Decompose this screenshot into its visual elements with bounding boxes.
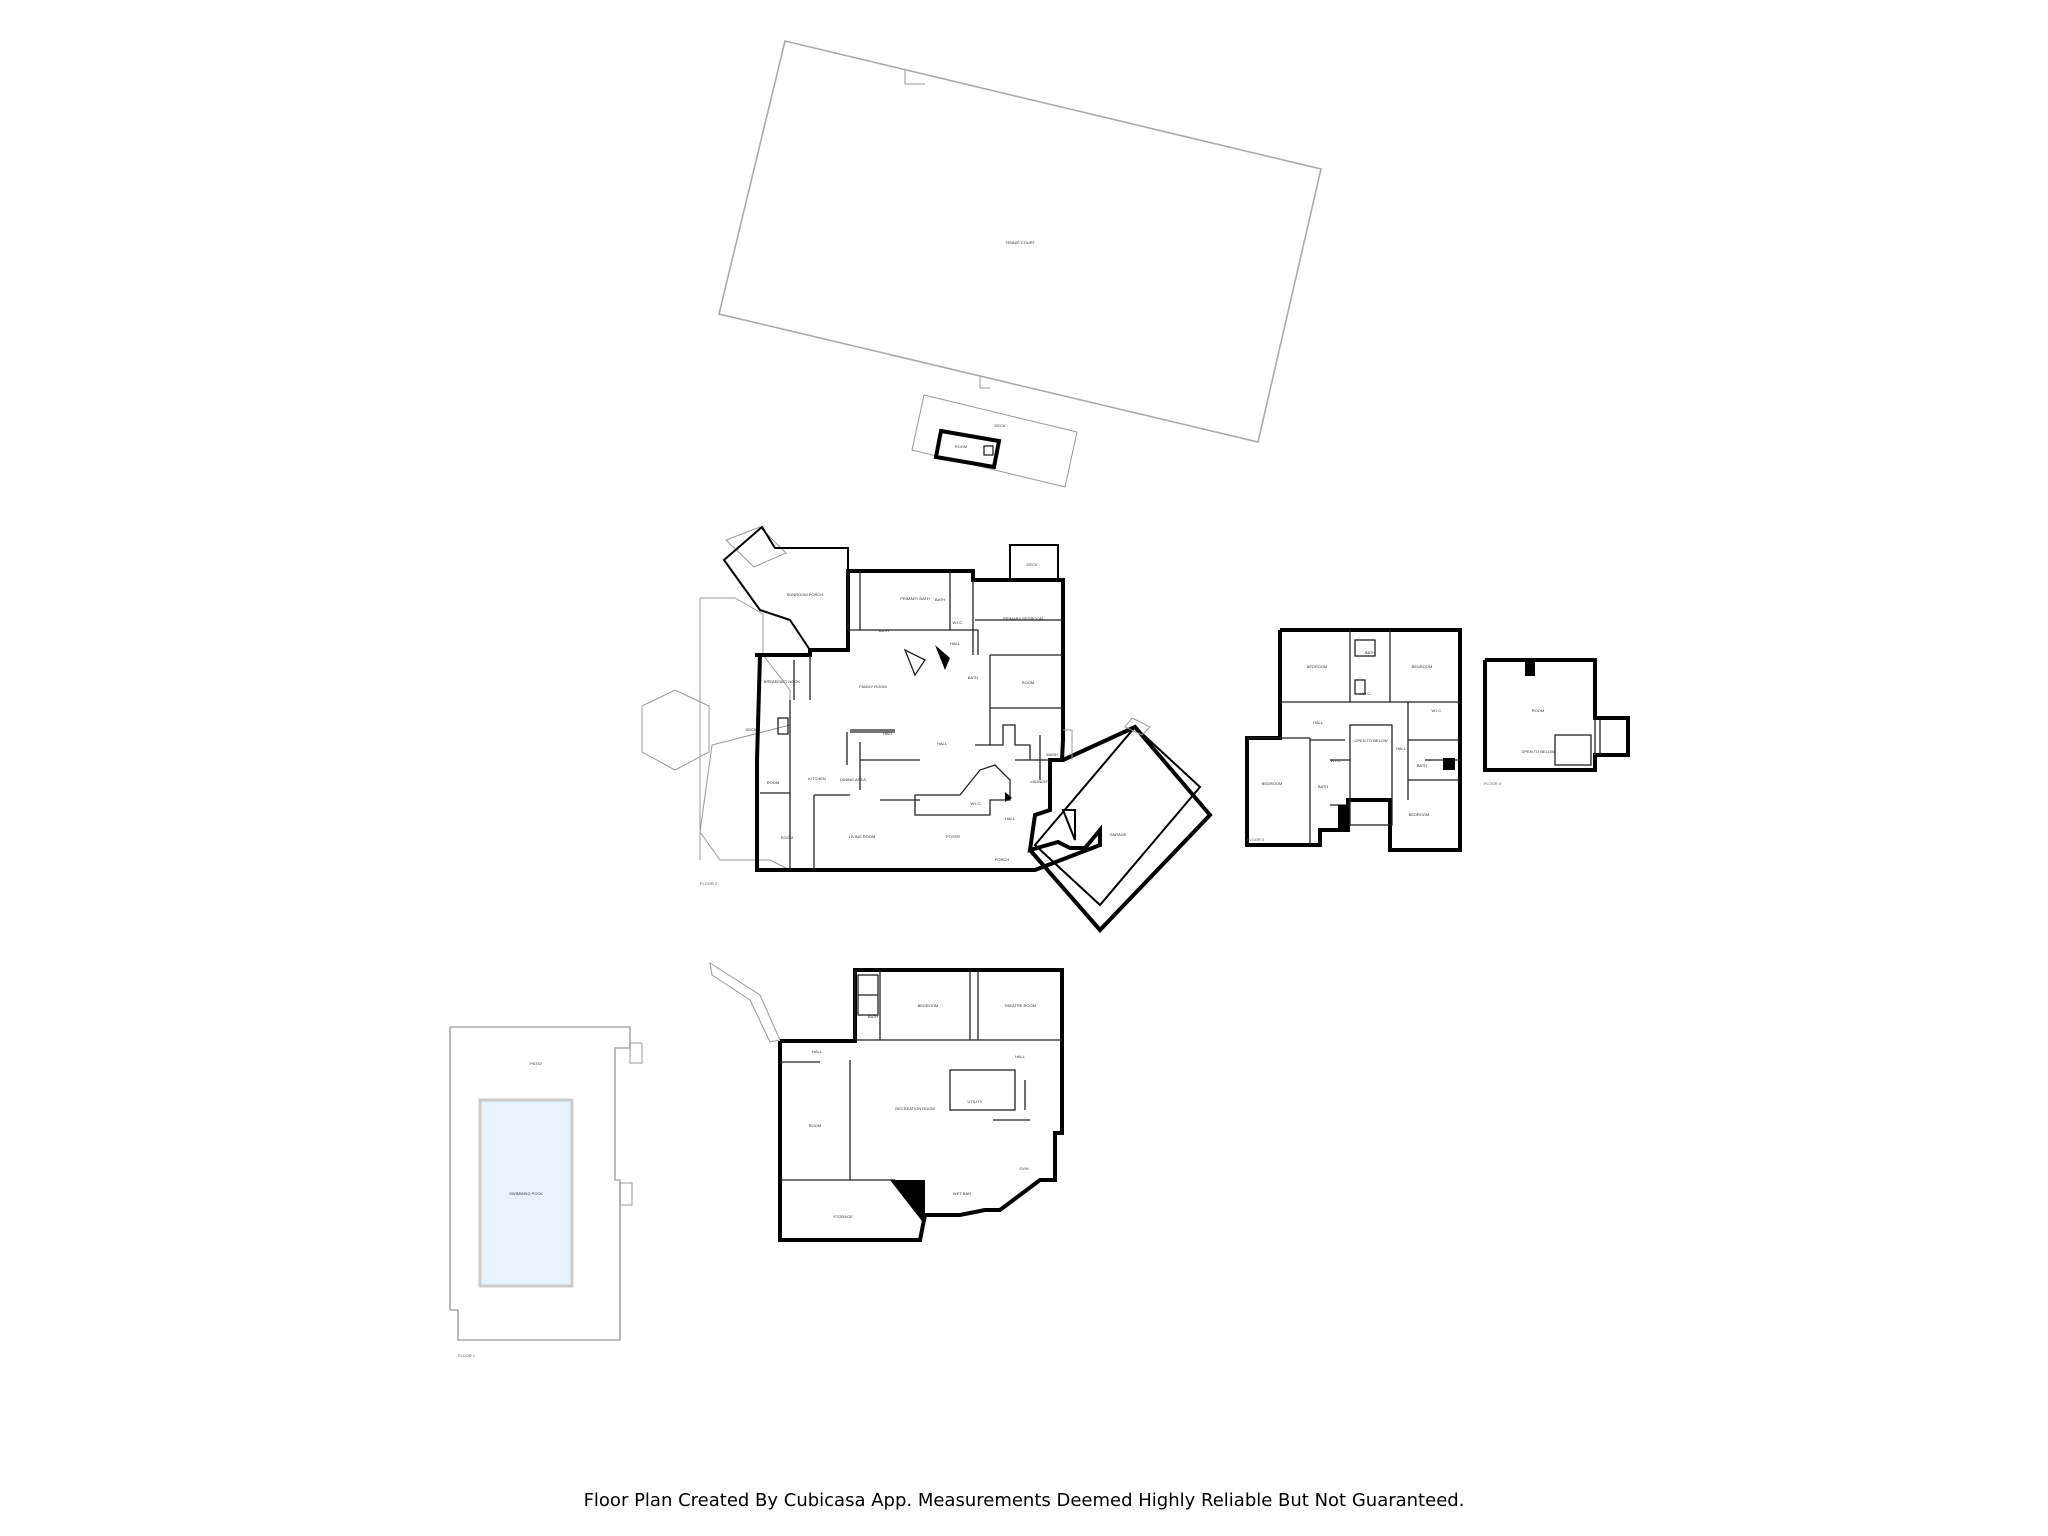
- room-label: HALL: [1015, 1054, 1026, 1059]
- swimming-pool: [478, 1098, 574, 1288]
- floor-label: FLOOR 4: [1484, 781, 1502, 786]
- room-label: PORCH: [995, 857, 1010, 862]
- room-label: GYM: [1019, 1166, 1028, 1171]
- room-label: FOYER: [946, 834, 960, 839]
- room-label: STORAGE: [833, 1214, 853, 1219]
- room-label: GARAGE: [1109, 832, 1126, 837]
- room-label: BATH: [1365, 650, 1375, 655]
- floor-4-plan: ROOM OPEN TO BELOW FLOOR 4: [1483, 658, 1630, 786]
- room-label: PRIMARY BEDROOM: [1003, 616, 1043, 621]
- room-label: BATH: [968, 675, 978, 680]
- floor-3-plan: BEDROOM BATH BEDROOM W.I.C. W.I.C. HALL …: [1245, 628, 1462, 852]
- room-label: BATH: [868, 1014, 878, 1019]
- room-label: RECREATION ROOM: [895, 1106, 934, 1111]
- room-label: UTILITY: [968, 1099, 983, 1104]
- room-label: BATH: [1318, 784, 1328, 789]
- room-label: DECK: [994, 423, 1005, 428]
- room-label: BREAKFAST NOOK: [764, 679, 801, 684]
- room-label: HALL: [1313, 720, 1324, 725]
- room-label: PRIMARY BATH: [900, 596, 930, 601]
- room-label: BATH: [1417, 763, 1427, 768]
- room-label: WASH: [1046, 752, 1058, 757]
- room-label: KITCHEN: [808, 776, 826, 781]
- room-label: TENNIS COURT: [1005, 240, 1035, 245]
- room-label: W.I.C.: [953, 620, 964, 625]
- tennis-court-area: TENNIS COURT: [718, 40, 1322, 443]
- room-label: ROOM: [767, 780, 779, 785]
- room-label: ROOM: [1532, 708, 1544, 713]
- room-label: THEATRE ROOM: [1004, 1003, 1036, 1008]
- room-label: ROOM: [781, 835, 793, 840]
- room-label: WET BAR: [953, 1191, 971, 1196]
- floor-2-plan: SUNROOM PORCH PRIMARY BATH BATH W.I.C. P…: [641, 525, 1213, 933]
- room-label: HALL: [883, 731, 894, 736]
- floor-label: FLOOR 1: [458, 1353, 476, 1358]
- room-label: BEDROOM: [918, 1003, 939, 1008]
- room-label: HALL: [1396, 746, 1407, 751]
- room-label: DECK: [745, 727, 756, 732]
- room-label: W.I.C.: [971, 801, 982, 806]
- room-label: FAMILY ROOM: [859, 684, 886, 689]
- room-label: OPEN TO BELOW: [1354, 738, 1388, 743]
- room-label: SWIMMING POOL: [509, 1191, 543, 1196]
- room-label: BATH: [879, 628, 889, 633]
- room-label: ROOM: [1022, 680, 1034, 685]
- room-label: LAUNDRY: [1030, 779, 1049, 784]
- floor-label: FLOOR 2: [700, 881, 718, 886]
- room-label: W.I.C.: [1361, 691, 1372, 696]
- room-label: BEDROOM: [1412, 664, 1433, 669]
- floor-1-plan: PATIO SWIMMING POOL FLOOR 1 BATH BEDROOM…: [449, 961, 1064, 1358]
- room-label: ROOM: [809, 1123, 821, 1128]
- room-label: SUNROOM PORCH: [787, 592, 824, 597]
- room-label: BEDROOM: [1262, 781, 1283, 786]
- room-label: W.I.C.: [1432, 708, 1443, 713]
- room-label: PATIO: [530, 1061, 541, 1066]
- footer-disclaimer: Floor Plan Created By Cubicasa App. Meas…: [583, 1490, 1465, 1511]
- room-label: OPEN TO BELOW: [1521, 749, 1555, 754]
- deck-room-area: DECK ROOM: [911, 394, 1078, 488]
- floor-label: FLOOR 3: [1247, 837, 1265, 842]
- room-label: HALL: [1005, 816, 1016, 821]
- room-label: W.I.C.: [1331, 758, 1342, 763]
- room-label: LIVING ROOM: [849, 834, 876, 839]
- room-label: BATH: [935, 597, 945, 602]
- room-label: HALL: [937, 741, 948, 746]
- room-label: DINING AREA: [840, 777, 866, 782]
- room-label: BEDROOM: [1409, 812, 1430, 817]
- room-label: ROOM: [955, 444, 967, 449]
- room-label: BEDROOM: [1307, 664, 1328, 669]
- room-label: DECK: [1026, 562, 1037, 567]
- room-label: HALL: [950, 641, 961, 646]
- room-label: HALL: [812, 1049, 823, 1054]
